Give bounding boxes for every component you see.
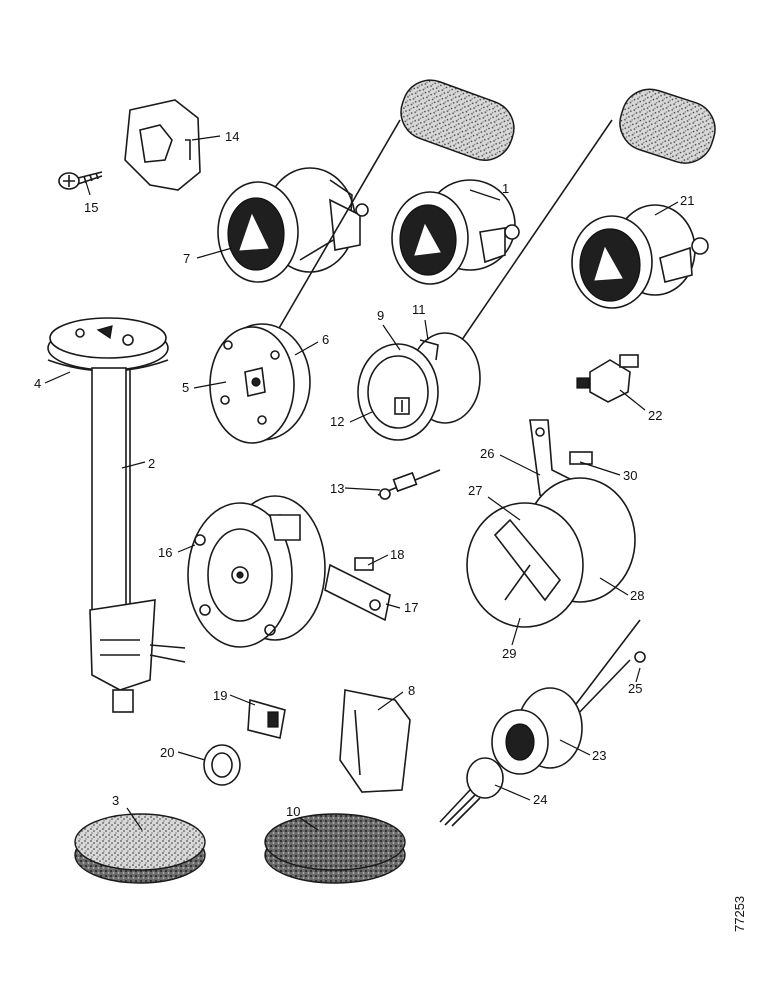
sender-unit-part — [47, 317, 186, 713]
callout-19: 19 — [213, 688, 227, 703]
callout-12: 12 — [330, 414, 344, 429]
float-right-part — [454, 88, 716, 351]
callout-2: 2 — [148, 456, 155, 471]
sender-body-part — [357, 332, 481, 441]
bulb-holder-part — [203, 698, 286, 786]
callout-30: 30 — [623, 468, 637, 483]
callout-22: 22 — [648, 408, 662, 423]
callout-28: 28 — [630, 588, 644, 603]
switch-23-part — [439, 619, 646, 827]
callout-23: 23 — [592, 748, 606, 763]
leader-lines — [44, 135, 679, 831]
gauge-part — [391, 179, 520, 285]
flange-part — [209, 323, 311, 444]
callout-3: 3 — [112, 793, 119, 808]
callout-5: 5 — [182, 380, 189, 395]
callout-20: 20 — [160, 745, 174, 760]
callout-24: 24 — [533, 792, 547, 807]
bracket-8-part — [339, 689, 411, 793]
clip-part — [124, 99, 201, 191]
fuel-gauge-part — [217, 167, 369, 283]
callout-25: 25 — [628, 681, 642, 696]
switch-part — [576, 354, 639, 403]
callout-26: 26 — [480, 446, 494, 461]
callout-14: 14 — [225, 129, 239, 144]
callout-13: 13 — [330, 481, 344, 496]
callout-29: 29 — [502, 646, 516, 661]
callout-27: 27 — [468, 483, 482, 498]
gauge-21-part — [571, 204, 709, 309]
motor-unit-part — [466, 419, 636, 628]
figure-reference: 77253 — [732, 896, 747, 932]
callout-labels: 1 2 3 4 5 6 7 8 9 10 11 12 13 14 15 16 1… — [34, 129, 694, 819]
callout-4: 4 — [34, 376, 41, 391]
screw-part — [58, 171, 103, 190]
callout-15: 15 — [84, 200, 98, 215]
callout-1: 1 — [502, 181, 509, 196]
callout-10: 10 — [286, 804, 300, 819]
pad-10-part — [264, 813, 406, 884]
pad-3-part — [74, 813, 206, 884]
callout-17: 17 — [404, 600, 418, 615]
float-part — [277, 79, 515, 331]
callout-9: 9 — [377, 308, 384, 323]
callout-7: 7 — [183, 251, 190, 266]
callout-16: 16 — [158, 545, 172, 560]
callout-18: 18 — [390, 547, 404, 562]
callout-21: 21 — [680, 193, 694, 208]
connector-13-part — [377, 469, 441, 500]
callout-6: 6 — [322, 332, 329, 347]
callout-11: 11 — [412, 302, 426, 317]
horn-part — [187, 495, 391, 648]
callout-8: 8 — [408, 683, 415, 698]
